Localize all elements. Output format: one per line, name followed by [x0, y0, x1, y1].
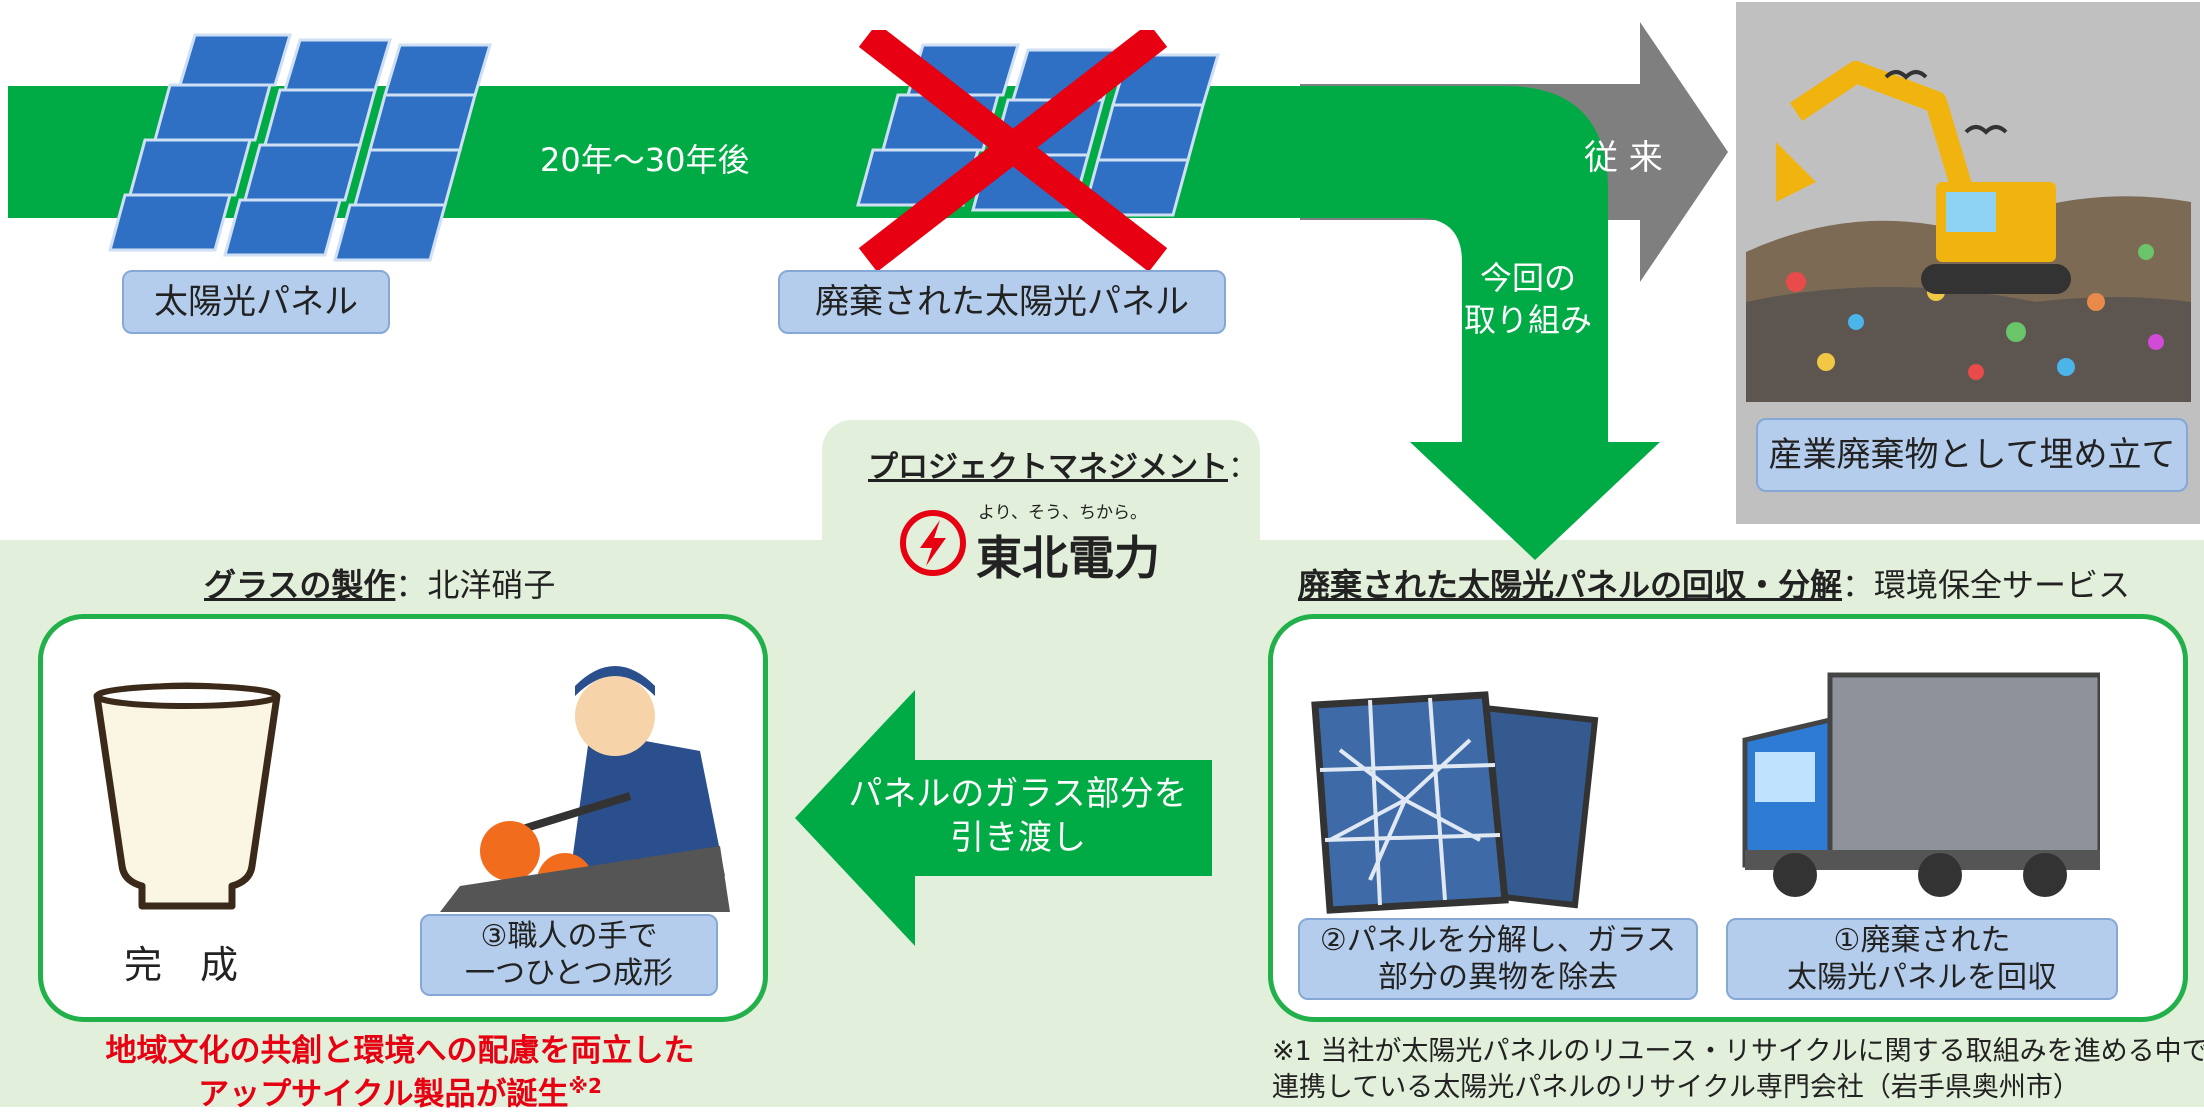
- slogan-line1: 地域文化の共創と環境への配慮を両立した: [105, 1033, 695, 1069]
- handover-line2: 引き渡し: [950, 818, 1086, 859]
- this-initiative-line1: 今回の: [1479, 259, 1576, 297]
- discarded-panel-label: 廃棄された太陽光パネル: [778, 270, 1226, 334]
- excavator-illustration: [1746, 61, 2191, 402]
- recycling-company: ：環境保全サービス: [1842, 566, 2131, 604]
- solar-panel-label: 太陽光パネル: [122, 270, 390, 334]
- this-initiative-label: 今回の 取り組み: [1458, 258, 1598, 341]
- step2-line2: 部分の異物を除去: [1378, 960, 1618, 995]
- conventional-label: 従 来: [1584, 138, 1663, 178]
- glass-cup-icon: [93, 682, 281, 910]
- step1-label: ①廃棄された 太陽光パネルを回収: [1726, 918, 2118, 1000]
- footnote: ※1 当社が太陽光パネルのリユース・リサイクルに関する取組みを進める中で 連携し…: [1272, 1034, 2204, 1107]
- recycling-title: 廃棄された太陽光パネルの回収・分解: [1298, 566, 1843, 604]
- handover-arrow: [795, 690, 1212, 946]
- craftsman-illustration: [440, 636, 730, 912]
- step3-line2: 一つひとつ成形: [465, 956, 673, 991]
- truck-illustration: [1742, 672, 2100, 897]
- logo-tagline: より、そう、ちから。: [978, 503, 1147, 523]
- footnote-line2: 連携している太陽光パネルのリサイクル専門会社（岩手県奥州市）: [1272, 1072, 2080, 1104]
- project-management-colon: ：: [1228, 450, 1258, 485]
- glass-production-heading: グラスの製作：北洋硝子: [204, 560, 555, 606]
- landfill-label: 産業廃棄物として埋め立て: [1756, 418, 2188, 492]
- step1-line1: ①廃棄された: [1833, 922, 2011, 958]
- step1-line2: 太陽光パネルを回収: [1787, 960, 2057, 995]
- handover-line1: パネルのガラス部分を: [848, 774, 1188, 814]
- glass-production-title: グラスの製作: [204, 566, 396, 604]
- slogan-line2: アップサイクル製品が誕生※2: [60, 1073, 740, 1116]
- tohoku-electric-logo: より、そう、ちから。 東北電力: [898, 498, 1160, 585]
- step2-label: ②パネルを分解し、ガラス 部分の異物を除去: [1298, 918, 1698, 1000]
- discarded-solar-panel-array: [856, 30, 1221, 270]
- complete-label: 完 成: [124, 943, 239, 987]
- slogan-line2-text: アップサイクル製品が誕生: [198, 1076, 569, 1113]
- project-management-tab: [822, 420, 1260, 580]
- this-initiative-line2: 取り組み: [1463, 300, 1592, 339]
- years-label: 20年～30年後: [540, 141, 750, 179]
- red-x-mark: [858, 30, 1168, 270]
- step3-label: ③職人の手で 一つひとつ成形: [420, 914, 718, 996]
- slogan-note-mark: ※2: [568, 1073, 602, 1098]
- recycling-heading: 廃棄された太陽光パネルの回収・分解：環境保全サービス: [1298, 560, 2130, 606]
- logo-name: 東北電力: [976, 531, 1160, 585]
- solar-panel-array: [108, 33, 493, 262]
- footnote-line1: ※1 当社が太陽光パネルのリユース・リサイクルに関する取組みを進める中で: [1272, 1036, 2204, 1067]
- project-management-heading: プロジェクトマネジメント：: [868, 442, 1258, 486]
- broken-panel-illustration: [1311, 691, 1599, 914]
- upcycle-slogan: 地域文化の共創と環境への配慮を両立した アップサイクル製品が誕生※2: [60, 1030, 740, 1116]
- step3-line1: ③職人の手で: [480, 918, 658, 954]
- project-management-title: プロジェクトマネジメント: [868, 450, 1228, 485]
- glass-production-company: ：北洋硝子: [395, 566, 556, 604]
- step2-line1: ②パネルを分解し、ガラス: [1319, 922, 1677, 958]
- lightning-logo-icon: [900, 510, 966, 576]
- handover-label: パネルのガラス部分を 引き渡し: [838, 772, 1198, 860]
